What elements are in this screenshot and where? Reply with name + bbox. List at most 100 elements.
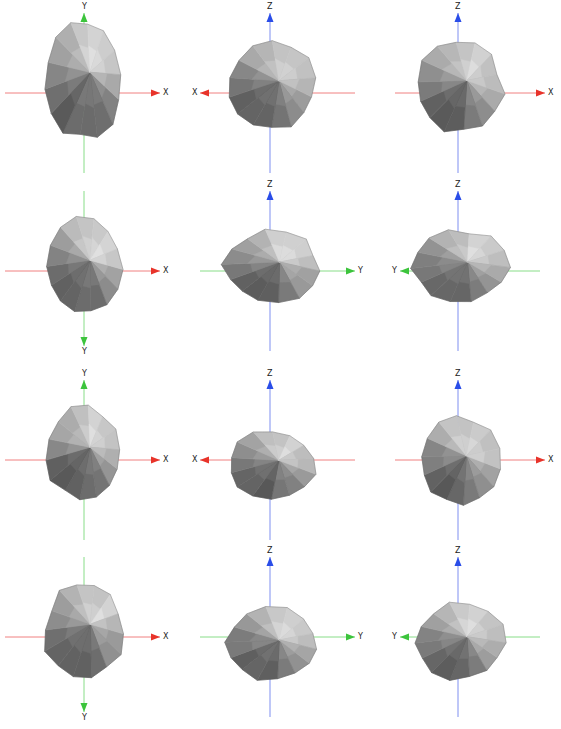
shape-outline	[422, 416, 501, 506]
axis-label: Z	[455, 369, 460, 379]
shape-facet	[457, 618, 468, 637]
axis-arrowhead	[267, 557, 274, 566]
axis-arrowhead	[151, 457, 160, 464]
axis-label: X	[192, 88, 197, 98]
faceted-shape	[225, 607, 317, 681]
axis-label: Y	[358, 266, 363, 276]
shape-facet	[90, 260, 99, 285]
shape-outline	[415, 602, 506, 680]
axis-arrowhead	[346, 634, 355, 641]
shape-facet	[468, 262, 511, 282]
shape-facet	[279, 459, 298, 467]
shape-facet	[45, 624, 91, 666]
shape-facet	[443, 456, 466, 467]
shape-facet	[229, 78, 279, 97]
shape-facet	[422, 456, 467, 475]
shape-facet	[90, 437, 105, 448]
shape-outline	[45, 585, 124, 678]
axis-label: X	[548, 88, 553, 98]
axis-label: Z	[267, 369, 272, 379]
shape-facet	[250, 262, 279, 272]
axis-label: Z	[455, 2, 460, 12]
axis-label: Z	[267, 180, 272, 190]
shape-facet	[279, 78, 316, 97]
faceted-shape	[231, 432, 316, 499]
shape-facet	[79, 45, 90, 72]
axis-arrowhead	[267, 191, 274, 200]
axis-arrowhead	[200, 457, 209, 464]
axis-label: Z	[267, 2, 272, 12]
axis-arrowhead	[151, 634, 160, 641]
axis-arrowhead	[267, 380, 274, 389]
shape-facet	[90, 614, 123, 634]
shape-facet	[90, 624, 106, 677]
shape-facet	[221, 262, 279, 280]
shape-facet	[90, 624, 99, 651]
axis-label: Y	[82, 347, 87, 357]
shape-facet	[466, 448, 500, 469]
axis-arrowhead	[81, 380, 88, 389]
axis-label: Y	[358, 632, 363, 642]
shape-facet	[90, 60, 105, 73]
axis-label: X	[192, 455, 197, 465]
shape-facet	[279, 445, 314, 460]
axis-label: Z	[455, 180, 460, 190]
faceted-shape	[45, 23, 121, 138]
faceted-shape	[418, 42, 505, 131]
axis-arrowhead	[536, 457, 545, 464]
axis-label: Y	[82, 713, 87, 723]
faceted-shape	[47, 216, 123, 311]
shape-outline	[418, 42, 505, 131]
shape-facet	[90, 429, 120, 450]
shape-facet	[280, 262, 320, 286]
shape-facet	[90, 50, 121, 75]
shape-facet	[448, 230, 469, 262]
axis-arrowhead	[455, 557, 462, 566]
shape-facet	[90, 72, 107, 86]
axis-arrowhead	[81, 13, 88, 22]
axis-arrowhead	[400, 268, 409, 275]
axis-label: X	[548, 455, 553, 465]
shape-facet	[441, 81, 466, 92]
shape-facet	[90, 72, 121, 99]
shape-facet	[252, 640, 279, 650]
faceted-shape	[422, 416, 501, 506]
shape-facet	[279, 79, 299, 89]
axis-label: Z	[455, 546, 460, 556]
shape-facet	[467, 77, 486, 87]
axis-arrowhead	[81, 337, 88, 346]
shape-facet	[80, 425, 90, 447]
shape-facet	[418, 81, 467, 102]
shape-facet	[237, 432, 279, 460]
axis-label: X	[163, 266, 168, 276]
faceted-shape	[45, 585, 124, 678]
axis-arrowhead	[455, 191, 462, 200]
shape-facet	[90, 618, 107, 629]
axis-arrowhead	[200, 90, 209, 97]
axis-arrowhead	[151, 268, 160, 275]
shape-facet	[467, 74, 505, 94]
shape-facet	[90, 447, 120, 469]
axis-arrowhead	[267, 13, 274, 22]
shape-facet	[90, 447, 106, 458]
axis-arrowhead	[346, 268, 355, 275]
shape-facet	[457, 244, 468, 262]
shape-facet	[90, 260, 107, 311]
axis-arrowhead	[400, 634, 409, 641]
shape-outline	[411, 230, 511, 302]
shape-facet	[279, 458, 316, 474]
shape-outline	[46, 405, 120, 500]
axis-label: Y	[392, 266, 397, 276]
shape-facet	[279, 68, 297, 81]
axis-label: X	[163, 88, 168, 98]
shape-facet	[466, 452, 484, 463]
shape-facet	[279, 452, 296, 460]
shape-facet	[225, 640, 279, 658]
shape-outline	[225, 607, 317, 681]
shape-facet	[449, 602, 469, 636]
shape-facet	[279, 640, 300, 652]
axis-label: Y	[82, 2, 87, 12]
shape-facet	[467, 637, 506, 658]
shape-facet	[71, 23, 90, 73]
